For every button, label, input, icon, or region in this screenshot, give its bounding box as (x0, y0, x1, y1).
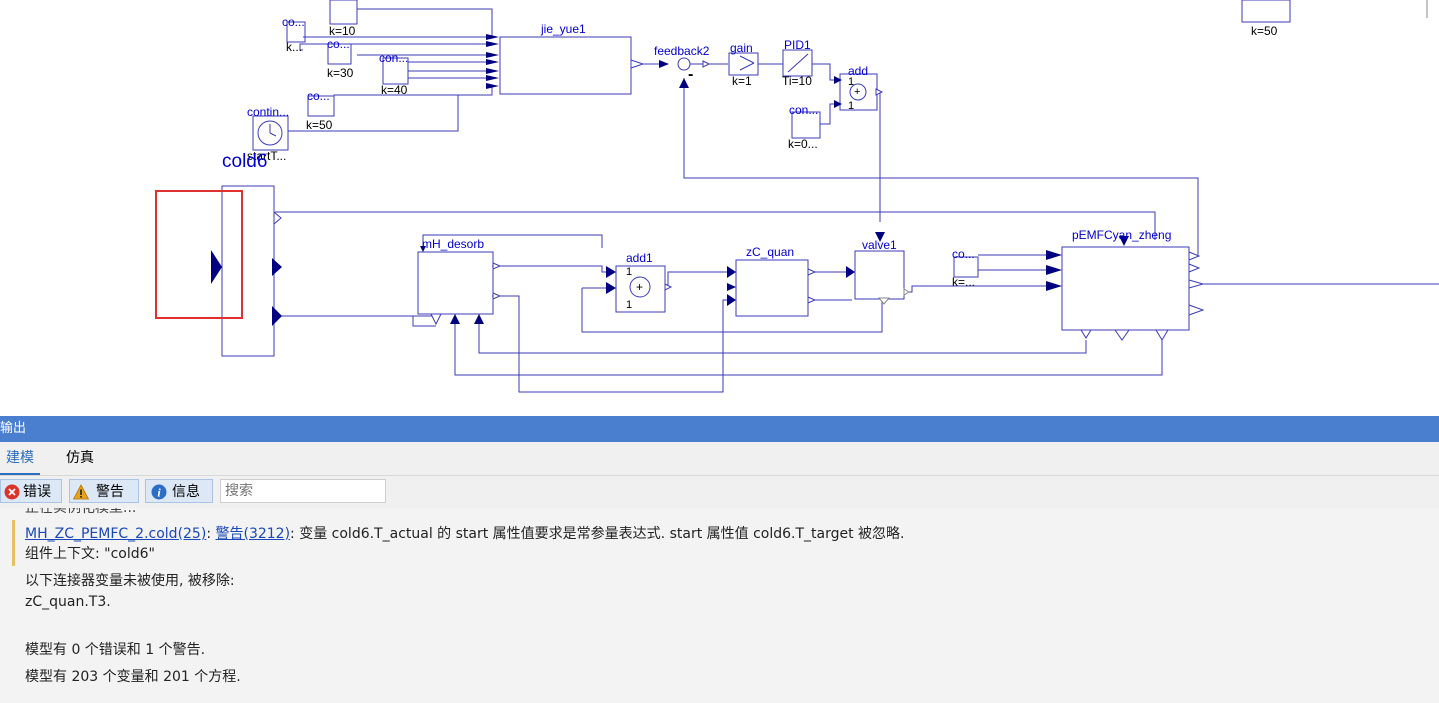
block-label-pemfc: pEMFCyan_zheng (1072, 228, 1172, 242)
block-label-valve1: valve1 (862, 238, 897, 252)
warning-code-link[interactable]: 警告(3212) (215, 526, 291, 542)
selection-box (155, 190, 243, 319)
block-label: con... (379, 51, 409, 65)
block-label-mh-desorb: mH_desorb (422, 237, 485, 251)
output-panel-title: 输出 (0, 421, 27, 436)
block-label-cold6: cold6 (222, 151, 268, 172)
plus-symbol: + (636, 280, 644, 294)
block-pemfc (1061, 246, 1190, 331)
block-label: co... (952, 247, 975, 261)
errors-filter-label: 错误 (23, 484, 51, 500)
unused-variable: zC_quan.T3. (25, 594, 111, 610)
warning-icon (73, 484, 89, 500)
block-jie_yue1 (499, 36, 632, 95)
block-zc-quan (735, 259, 809, 317)
block-label-zc-quan: zC_quan (746, 245, 795, 259)
separator: : (206, 526, 216, 542)
summary-variables: 模型有 203 个变量和 201 个方程. (25, 669, 241, 685)
block-mh-desorb (417, 251, 494, 315)
diagram-svg (155, 0, 1439, 393)
error-icon (4, 484, 20, 500)
info-filter-button[interactable]: i 信息 (145, 479, 213, 503)
output-tabs: 建模 仿真 (0, 442, 1439, 476)
warning-message: MH_ZC_PEMFC_2.cold(25): 警告(3212): 变量 col… (25, 525, 905, 543)
svg-text:i: i (157, 486, 161, 500)
block-param: k=0... (788, 137, 818, 151)
feedback-sign: - (688, 66, 694, 83)
block-label: co... (282, 15, 305, 29)
block-gain (728, 52, 759, 76)
port-label: 1 (848, 76, 855, 88)
filter-toolbar: 错误 警告 i 信息 (0, 476, 1439, 508)
port-label: 1 (626, 299, 633, 311)
unused-title: 以下连接器变量未被使用, 被移除: (25, 573, 235, 589)
block-label-add1: add1 (626, 251, 653, 265)
block-param: k=50 (306, 118, 333, 132)
block-param: k=30 (327, 66, 354, 80)
block-cold6 (221, 185, 275, 357)
block-valve1 (854, 250, 905, 300)
output-panel-header: 输出 (0, 416, 1439, 442)
block-param: k=50 (1251, 24, 1278, 38)
block-label-jie_yue1: jie_yue1 (541, 22, 586, 36)
block-label: con... (789, 103, 819, 117)
port-label: 1 (848, 100, 855, 112)
block-param: k=40 (381, 83, 408, 97)
diagram-canvas[interactable]: co... k... k=10 co... k=30 con... k=40 c… (0, 0, 1439, 416)
block-label: co... (307, 89, 330, 103)
block-param: k=1 (732, 74, 752, 88)
tab-modeling[interactable]: 建模 (0, 442, 40, 475)
plus-symbol: + (854, 86, 861, 98)
warning-text: : 变量 cold6.T_actual 的 start 属性值要求是常参量表达式… (290, 526, 905, 542)
block-label: contin... (247, 105, 290, 119)
block-label-pid1: PID1 (784, 38, 811, 52)
message-list[interactable]: 正在实例化模型... MH_ZC_PEMFC_2.cold(25): 警告(32… (0, 508, 1439, 703)
block-label-feedback2: feedback2 (654, 44, 710, 58)
model-location-link[interactable]: MH_ZC_PEMFC_2.cold(25) (25, 526, 207, 542)
warnings-filter-button[interactable]: 警告 (69, 479, 139, 503)
tab-simulation[interactable]: 仿真 (66, 450, 94, 466)
message-line: 正在实例化模型... (25, 508, 137, 516)
info-icon: i (151, 484, 167, 500)
port-label: 1 (626, 266, 633, 278)
block-co-right (953, 256, 979, 278)
block-top-right (1241, 0, 1291, 23)
block-label-gain: gain (730, 41, 753, 55)
block-label-add: add (848, 64, 869, 78)
summary-errors: 模型有 0 个错误和 1 个警告. (25, 642, 206, 658)
search-input[interactable] (220, 479, 386, 503)
block-param: startT... (247, 149, 287, 163)
context-line: 组件上下文: "cold6" (25, 546, 155, 562)
info-filter-label: 信息 (172, 484, 200, 500)
block-param: Ti=10 (782, 74, 812, 88)
block-label: co... (327, 37, 350, 51)
block-param: k=... (952, 275, 976, 289)
errors-filter-button[interactable]: 错误 (0, 479, 62, 503)
warnings-filter-label: 警告 (96, 484, 124, 500)
block-param: k=10 (329, 24, 356, 38)
warning-marker (12, 520, 15, 566)
block-con-bottom (791, 111, 821, 139)
block-param: k... (286, 40, 303, 54)
block-pid1 (782, 49, 813, 77)
